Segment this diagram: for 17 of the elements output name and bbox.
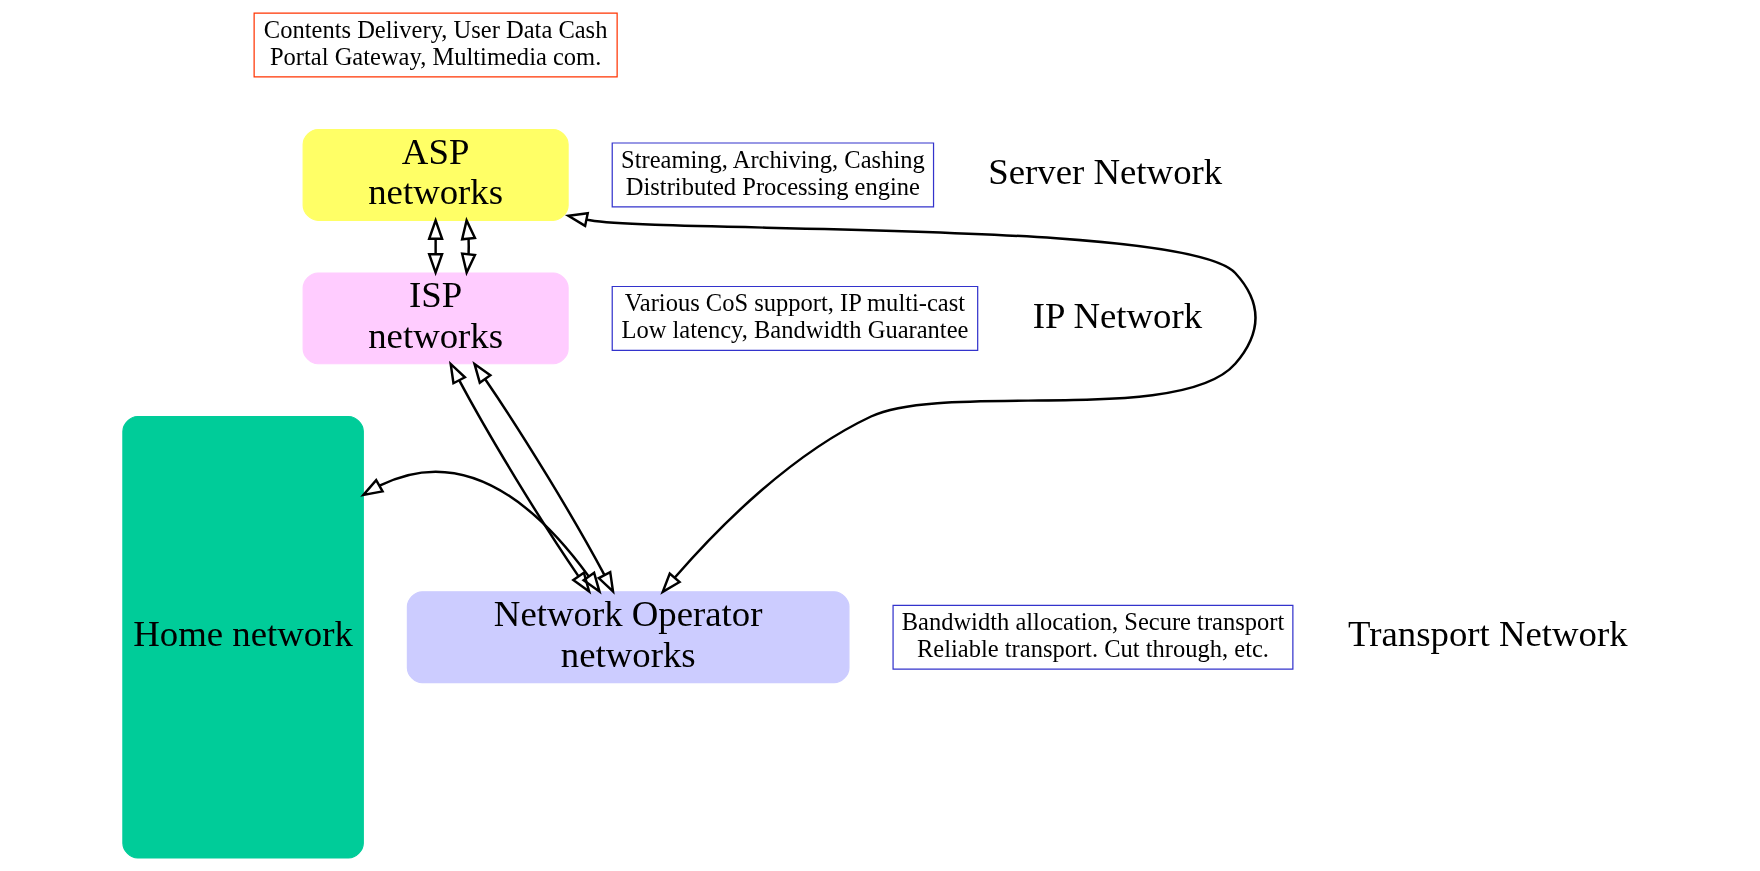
node-box: Streaming, Archiving, Cashing Distributed Processing engine bbox=[611, 142, 934, 208]
node-box: Home network bbox=[121, 415, 364, 859]
arrow bbox=[564, 211, 1256, 595]
arrow bbox=[460, 216, 477, 277]
arrow bbox=[426, 216, 444, 277]
node-box: Bandwidth allocation, Secure transport Reliable transport. Cut through, etc. bbox=[891, 604, 1293, 670]
label: Transport Network bbox=[1347, 613, 1628, 655]
label: IP Network bbox=[1032, 294, 1202, 336]
node-box: ISP networks bbox=[302, 272, 569, 365]
label: Server Network bbox=[987, 151, 1222, 193]
node-box: Contents Delivery, User Data Cash Portal Gateway, Multimedia com. bbox=[253, 12, 618, 78]
arrow bbox=[359, 470, 602, 595]
node-box: Various CoS support, IP multi-cast Low latency, Bandwidth Guarantee bbox=[611, 285, 978, 351]
node-box: ASP networks bbox=[302, 128, 569, 221]
arrow bbox=[471, 360, 615, 595]
arrow bbox=[448, 360, 591, 595]
node-box: Network Operator networks bbox=[406, 591, 850, 684]
